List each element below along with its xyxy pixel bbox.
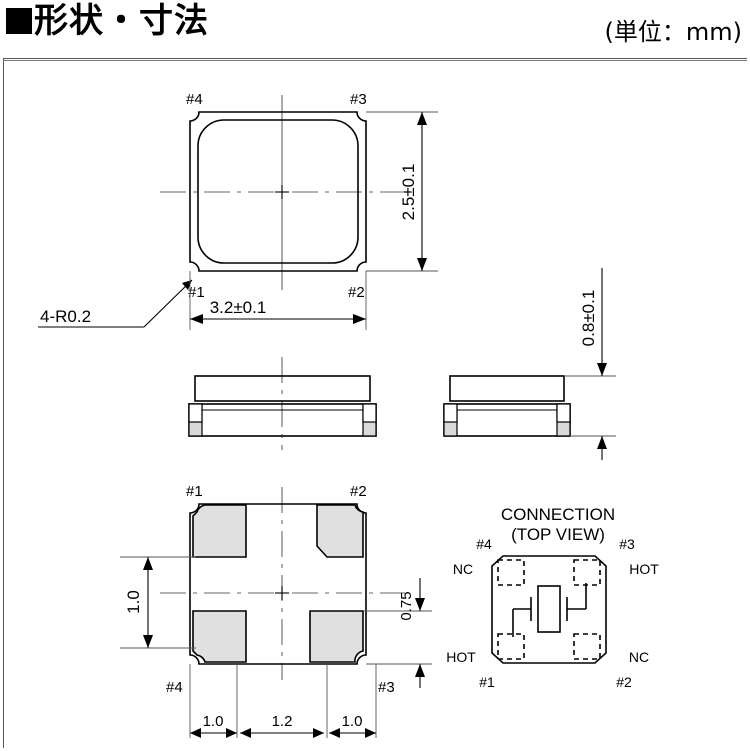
drawing-frame <box>3 58 747 748</box>
page-header: 形状・寸法 (単位：mm) <box>0 0 750 56</box>
filled-square-bullet-icon <box>6 8 32 34</box>
page-title: 形状・寸法 <box>34 1 209 41</box>
drawing-frame-top-rule <box>3 60 747 61</box>
unit-note: (単位：mm) <box>604 18 742 46</box>
header-title-group: 形状・寸法 <box>6 2 209 40</box>
